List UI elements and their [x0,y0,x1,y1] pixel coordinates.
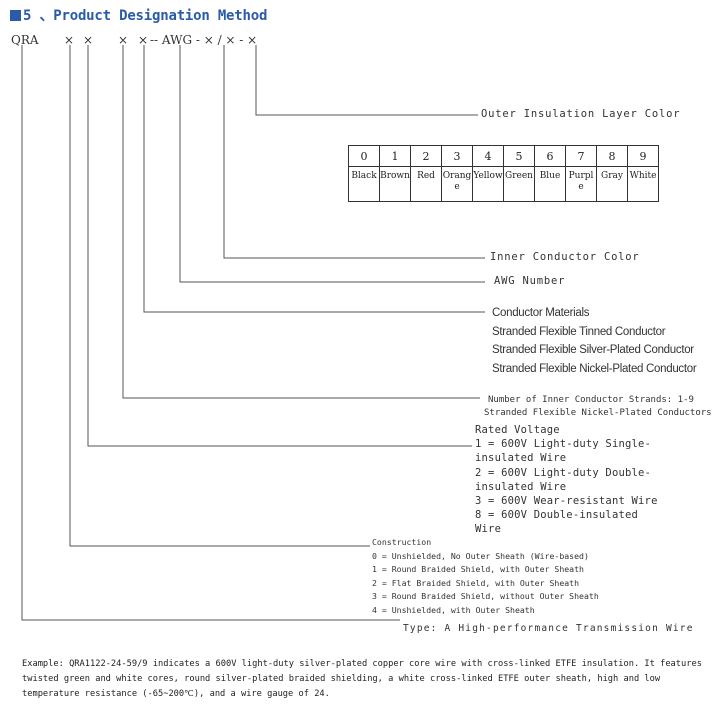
conductor-block: Conductor Materials Stranded Flexible Ti… [492,304,697,378]
color-number-cell: 0 [348,145,380,167]
voltage-line: 3 = 600V Wear-resistant Wire [475,495,658,508]
line-awg [179,45,485,283]
color-number-cell: 2 [410,145,442,167]
color-number-cell: 7 [565,145,597,167]
code-prefix: QRA [11,33,39,47]
construction-item: 2 = Flat Braided Shield, with Outer Shea… [372,577,580,588]
color-name-cell: Purple [565,166,597,202]
line-conductor [143,45,485,313]
color-number-cell: 8 [596,145,628,167]
color-name-cell: Green [503,166,535,202]
code-x1: × [64,33,75,47]
awg-label: AWG Number [494,275,566,287]
line-inner-color [223,45,485,259]
color-number-cell: 3 [441,145,473,167]
voltage-line: 1 = 600V Light-duty Single- [475,438,652,451]
conductor-item: Stranded Flexible Silver-Plated Conducto… [492,344,694,356]
color-name-cell: Yellow [472,166,504,202]
outer-color-label: Outer Insulation Layer Color [481,108,681,120]
construction-item: 0 = Unshielded, No Outer Sheath (Wire-ba… [372,550,589,561]
color-name-cell: Brown [379,166,411,202]
code-mid: -- AWG - × / × - × [150,33,258,47]
construction-item: 1 = Round Braided Shield, with Outer She… [372,564,584,575]
color-name-cell: White [627,166,659,202]
construction-heading: Construction [372,537,432,547]
color-number-cell: 1 [379,145,411,167]
line-strands [122,45,480,399]
color-number-cell: 9 [627,145,659,167]
voltage-line: insulated Wire [475,480,567,493]
title-text: 5 、Product Designation Method [23,8,268,24]
conductor-item: Stranded Flexible Tinned Conductor [492,325,666,338]
color-name-cell: Orange [441,166,473,202]
inner-color-label: Inner Conductor Color [490,251,640,263]
construction-item: 4 = Unshielded, with Outer Sheath [372,604,535,615]
code-x4: × [138,33,149,47]
line-voltage [87,45,472,447]
color-number-cell: 4 [472,145,504,167]
code-x2: × [83,33,94,47]
bullet-square-icon [10,10,21,21]
strands-line1: Number of Inner Conductor Strands: 1-9 [488,395,694,405]
color-number-cell: 5 [503,145,535,167]
voltage-line: insulated Wire [475,452,567,465]
example-note: Example: QRA1122-24-59/9 indicates a 600… [22,659,702,699]
conductor-heading: Conductor Materials [492,307,590,319]
voltage-line: 8 = 600V Double-insulated [475,509,639,522]
color-name-cell: Gray [596,166,628,202]
color-name-cell: Black [348,166,380,202]
type-label: Type: A High-performance Transmission Wi… [403,623,694,634]
conductor-item: Stranded Flexible Nickel-Plated Conducto… [492,362,697,375]
construction-item: 3 = Round Braided Shield, without Outer … [372,591,599,602]
line-type [21,45,400,621]
line-construction [69,45,370,547]
voltage-line: Wire [475,523,502,536]
voltage-line: 2 = 600V Light-duty Double- [475,466,652,479]
color-name-cell: Blue [534,166,566,202]
color-name-cell: Red [410,166,442,202]
construction-block: Construction 0 = Unshielded, No Outer Sh… [372,536,599,618]
strands-line2: Stranded Flexible Nickel-Plated Conducto… [484,407,712,418]
color-number-cell: 6 [534,145,566,167]
line-outer-color [255,45,478,116]
code-x3: × [118,33,129,47]
voltage-block: Rated Voltage 1 = 600V Light-duty Single… [475,423,658,537]
voltage-heading: Rated Voltage [475,424,560,436]
strands-block: Number of Inner Conductor Strands: 1-9 S… [484,394,712,419]
section-title: 5 、Product Designation Method [10,5,267,25]
